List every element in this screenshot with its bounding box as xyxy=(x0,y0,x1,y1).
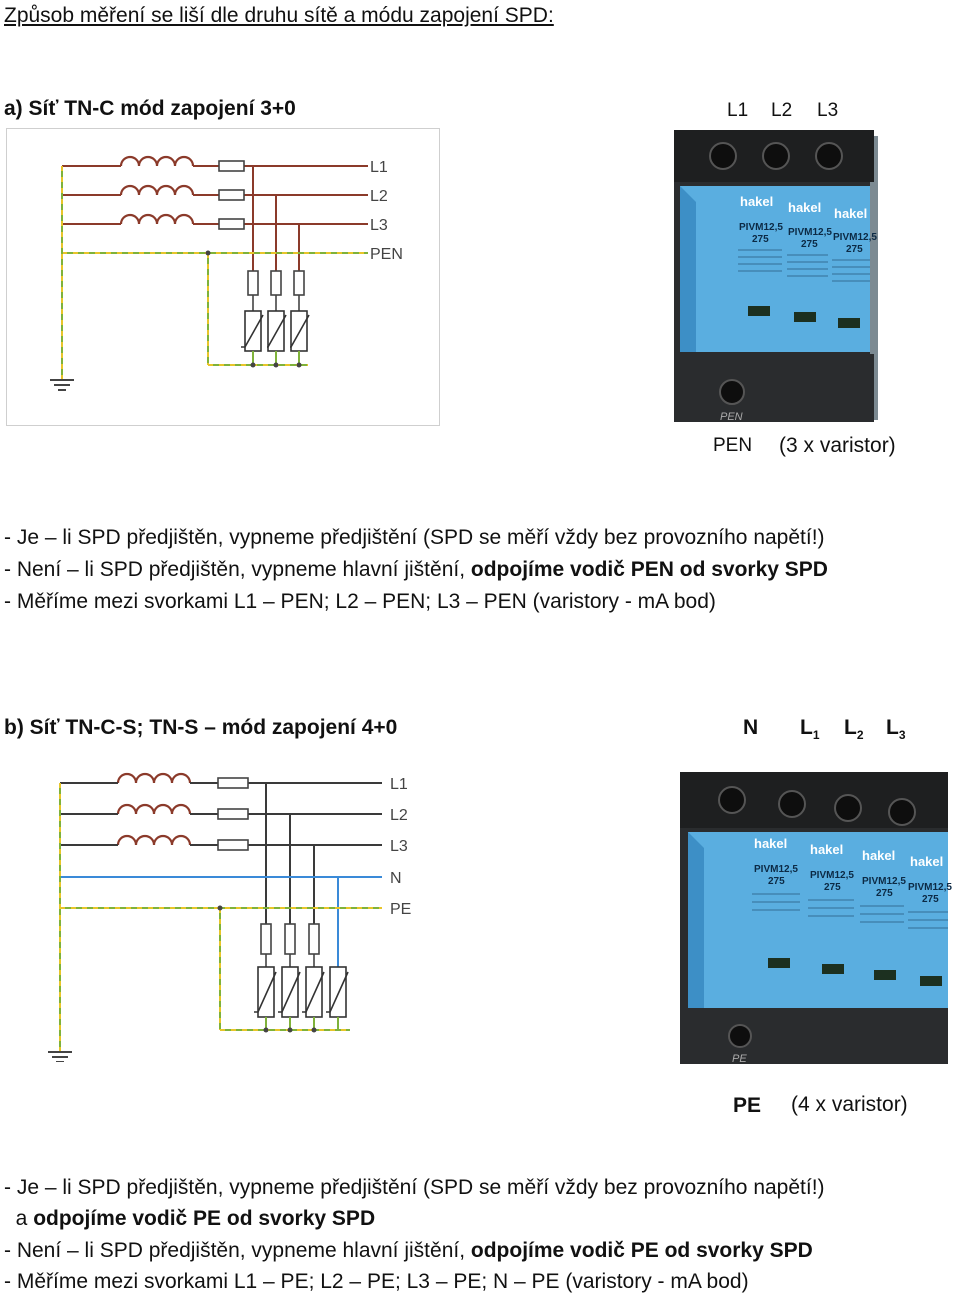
svg-text:275: 275 xyxy=(824,882,841,893)
svg-text:275: 275 xyxy=(752,234,769,245)
section-a-heading: a) Síť TN-C mód zapojení 3+0 xyxy=(4,97,296,120)
diagram-b-label-l3: L3 xyxy=(390,838,408,855)
svg-text:275: 275 xyxy=(922,894,939,905)
varistor-count-b: (4 x varistor) xyxy=(791,1093,908,1116)
terminal-n-label: N xyxy=(743,716,759,739)
varistor-count-a: (3 x varistor) xyxy=(779,434,896,457)
terminal-l1-label: L1 xyxy=(727,100,749,121)
section-a-line-3: - Měříme mezi svorkami L1 – PEN; L2 – PE… xyxy=(4,590,716,613)
diagram-label-l3: L3 xyxy=(370,217,388,234)
svg-text:275: 275 xyxy=(846,244,863,255)
bottom-terminal-pe: PE xyxy=(733,1094,762,1117)
junction-dots xyxy=(205,250,302,368)
page-title: Způsob měření se liší dle druhu sítě a m… xyxy=(4,4,554,27)
svg-text:hakel: hakel xyxy=(754,836,787,851)
section-b-heading: b) Síť TN-C-S; TN-S – mód zapojení 4+0 xyxy=(4,716,398,739)
bottom-terminal-pen: PEN xyxy=(713,435,753,456)
svg-text:PIVM12,5: PIVM12,5 xyxy=(833,232,877,243)
terminal-l2-label-b: L2 xyxy=(844,716,864,743)
varistor-icons-b xyxy=(254,966,349,1018)
svg-text:PIVM12,5: PIVM12,5 xyxy=(788,227,832,238)
ground-icon-b xyxy=(48,1051,72,1062)
diagram-b-label-pe: PE xyxy=(390,901,411,918)
spd-fuse-icons xyxy=(247,270,305,296)
svg-text:hakel: hakel xyxy=(788,200,821,215)
diagram-b-labels: L1 L2 L3 N PE xyxy=(390,776,411,918)
terminal-l2-label: L2 xyxy=(771,100,793,121)
svg-text:275: 275 xyxy=(768,876,785,887)
diagram-b-label-l2: L2 xyxy=(390,807,408,824)
svg-text:hakel: hakel xyxy=(810,842,843,857)
diagram-frame xyxy=(6,128,440,426)
svg-text:hakel: hakel xyxy=(740,194,773,209)
device-pen-terminal: PEN xyxy=(720,411,743,423)
diagram-label-l2: L2 xyxy=(370,188,388,205)
coil-icons xyxy=(119,155,195,225)
phase-wires-b xyxy=(60,782,382,924)
svg-text:PIVM12,5: PIVM12,5 xyxy=(908,882,952,893)
phase-wires xyxy=(62,165,368,271)
svg-text:275: 275 xyxy=(876,888,893,899)
diagram-label-l1: L1 xyxy=(370,159,388,176)
section-b-line-1: - Je – li SPD předjištěn, vypneme předji… xyxy=(4,1176,825,1199)
line-fuse-icons xyxy=(218,160,245,230)
svg-text:hakel: hakel xyxy=(910,854,943,869)
spd-fuse-icons-b xyxy=(260,923,320,955)
diagram-a-labels: L1 L2 L3 PEN xyxy=(370,159,403,263)
diagram-label-pen: PEN xyxy=(370,246,403,263)
section-b-line-2: a odpojíme vodič PE od svorky SPD xyxy=(4,1207,376,1230)
svg-text:PIVM12,5: PIVM12,5 xyxy=(739,222,783,233)
varistor-icons xyxy=(241,310,310,352)
svg-text:hakel: hakel xyxy=(862,848,895,863)
terminal-l3-label: L3 xyxy=(817,100,839,121)
fuse-to-varistor-wires xyxy=(252,295,300,311)
tn-c-wiring-diagram: L1 L2 L3 PEN xyxy=(6,128,440,426)
svg-text:PIVM12,5: PIVM12,5 xyxy=(754,864,798,875)
diagram-b-label-l1: L1 xyxy=(390,776,408,793)
svg-text:PIVM12,5: PIVM12,5 xyxy=(810,870,854,881)
section-a-line-1: - Je – li SPD předjištěn, vypneme předji… xyxy=(4,526,825,549)
line-fuse-icons-b xyxy=(217,777,249,851)
ground-icon xyxy=(50,379,74,391)
diagram-b-label-n: N xyxy=(390,870,402,887)
svg-text:hakel: hakel xyxy=(834,206,867,221)
svg-text:PIVM12,5: PIVM12,5 xyxy=(862,876,906,887)
svg-text:275: 275 xyxy=(801,239,818,250)
terminal-l3-label-b: L3 xyxy=(886,716,906,743)
tn-s-wiring-diagram: L1 L2 L3 N PE xyxy=(48,772,411,1062)
section-a-line-2: - Není – li SPD předjištěn, vypneme hlav… xyxy=(4,558,828,581)
device-pe-terminal: PE xyxy=(732,1053,747,1065)
terminal-l1-label-b: L1 xyxy=(800,716,820,743)
section-b-line-4: - Měříme mezi svorkami L1 – PE; L2 – PE;… xyxy=(4,1270,749,1293)
coil-icons-b xyxy=(116,772,192,846)
section-b-line-3: - Není – li SPD předjištěn, vypneme hlav… xyxy=(4,1239,813,1262)
